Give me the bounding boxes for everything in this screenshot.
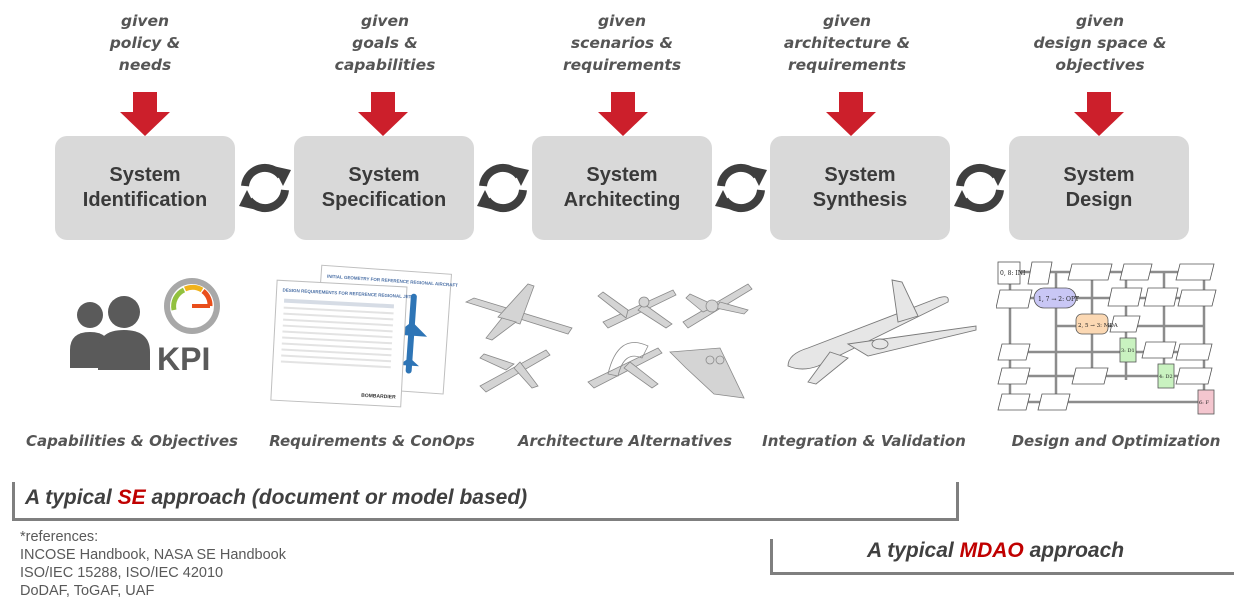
down-arrow-icon [358,92,408,136]
document-title: DESIGN REQUIREMENTS FOR REFERENCE REGION… [283,288,412,300]
requirements-documents-illustration: INITIAL GEOMETRY FOR REFERENCE REGIONAL … [270,264,458,408]
xdsm-f-label: 6: F [1199,400,1209,406]
caption-capabilities-objectives: Capabilities & Objectives [26,432,238,450]
aircraft-concept-5 [587,342,663,389]
cycle-arrows-icon [954,163,1006,213]
xdsm-opt-label: 1, 7 → 2: OPT [1038,296,1079,303]
kpi-users-illustration: KPI [70,278,220,377]
mdao-approach-label: A typical MDAO approach [867,539,1125,562]
down-arrow-icon [598,92,648,136]
gauge-icon [164,278,220,334]
bombardier-logo: BOMBARDIER [361,393,396,401]
xdsm-mda-label: 2, 5 → 3: MDA [1078,323,1119,329]
cycle-arrows-icon [239,163,291,213]
cycle-arrows-icon [715,163,767,213]
aircraft-concept-1 [464,283,573,341]
aircraft-concept-3 [682,283,753,329]
aircraft-concept-4 [479,349,551,393]
xdsm-d1-label: 3: D1 [1121,348,1135,354]
aircraft-concept-6 [669,347,745,399]
caption-requirements-conops: Requirements & ConOps [269,432,475,450]
down-arrow-icon [1074,92,1124,136]
references: *references: INCOSE Handbook, NASA SE Ha… [20,528,286,600]
xdsm-ini-label: 0, 8: INI [1000,270,1026,277]
reference-line: ISO/IEC 15288, ISO/IEC 42010 [20,565,224,581]
users-icon [70,296,150,370]
down-arrow-icon [120,92,170,136]
architecture-alternatives-illustration [464,283,753,399]
mdao-approach-bracket: A typical MDAO approach [770,539,1234,575]
xdsm-d2-label: 4: D2 [1159,374,1173,380]
down-arrow-icon [826,92,876,136]
se-approach-bracket: A typical SE approach (document or model… [12,482,959,521]
kpi-text: KPI [157,341,210,377]
cycle-arrows-icon [477,163,529,213]
caption-design-optimization: Design and Optimization [1011,432,1221,450]
aircraft-concept-2 [597,289,677,329]
integrated-aircraft-illustration [787,279,977,385]
xdsm-diagram: 0, 8: INI 1, 7 → 2: OPT 2, 5 → 3: MDA 3:… [996,261,1217,415]
reference-line: INCOSE Handbook, NASA SE Handbook [20,547,286,563]
references-label: *references: [20,529,99,545]
caption-integration-validation: Integration & Validation [762,432,966,450]
caption-architecture-alternatives: Architecture Alternatives [517,432,733,450]
reference-line: DoDAF, ToGAF, UAF [20,583,155,599]
se-approach-label: A typical SE approach (document or model… [25,486,528,509]
